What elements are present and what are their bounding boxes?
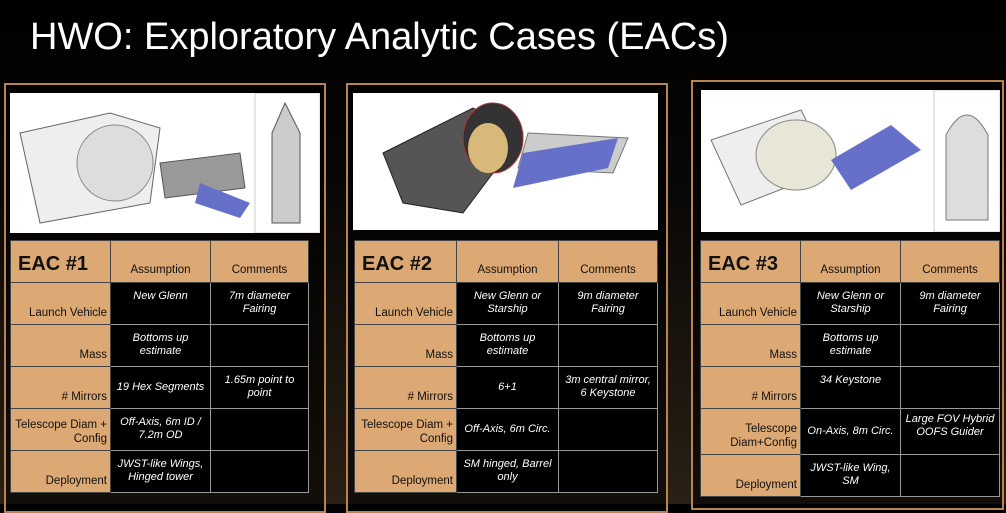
- row-label: Launch Vehicle: [10, 282, 111, 325]
- slide-title: HWO: Exploratory Analytic Cases (EACs): [30, 16, 729, 58]
- assumption-header: Assumption: [110, 240, 211, 283]
- comment-cell: 7m diameter Fairing: [210, 282, 309, 325]
- comment-cell: [210, 408, 309, 451]
- assumption-cell: New Glenn: [110, 282, 211, 325]
- comment-cell: 9m diameter Fairing: [900, 282, 1000, 325]
- eac3-telescope-image: [701, 89, 1001, 233]
- assumption-cell: Bottoms up estimate: [110, 324, 211, 367]
- assumption-cell: On-Axis, 8m Circ.: [800, 408, 901, 455]
- row-label: Deployment: [10, 450, 111, 493]
- assumption-cell: Off-Axis, 6m Circ.: [456, 408, 559, 451]
- row-label: Telescope Diam + Config: [354, 408, 457, 451]
- row-label: Mass: [10, 324, 111, 367]
- eac2-telescope-image: [353, 93, 658, 230]
- comment-cell: [210, 324, 309, 367]
- comment-cell: [900, 454, 1000, 497]
- comment-cell: [210, 450, 309, 493]
- row-label: Launch Vehicle: [700, 282, 801, 325]
- assumption-cell: JWST-like Wings, Hinged tower: [110, 450, 211, 493]
- comment-cell: 9m diameter Fairing: [558, 282, 658, 325]
- assumption-header: Assumption: [800, 240, 901, 283]
- assumption-header: Assumption: [456, 240, 559, 283]
- assumption-cell: 19 Hex Segments: [110, 366, 211, 409]
- assumption-cell: New Glenn or Starship: [800, 282, 901, 325]
- comments-header: Comments: [558, 240, 658, 283]
- row-label: Deployment: [700, 454, 801, 497]
- row-label: # Mirrors: [700, 366, 801, 409]
- eac-name: EAC #1: [10, 240, 111, 283]
- row-label: Telescope Diam+Config: [700, 408, 801, 455]
- comment-cell: [558, 324, 658, 367]
- comment-cell: 3m central mirror, 6 Keystone: [558, 366, 658, 409]
- eac-name: EAC #2: [354, 240, 457, 283]
- comment-cell: [900, 366, 1000, 409]
- row-label: Mass: [700, 324, 801, 367]
- comment-cell: Large FOV Hybrid OOFS Guider: [900, 408, 1000, 455]
- assumption-cell: SM hinged, Barrel only: [456, 450, 559, 493]
- assumption-cell: New Glenn or Starship: [456, 282, 559, 325]
- comment-cell: 1.65m point to point: [210, 366, 309, 409]
- assumption-cell: JWST-like Wing, SM: [800, 454, 901, 497]
- assumption-cell: 34 Keystone: [800, 366, 901, 409]
- comments-header: Comments: [900, 240, 1000, 283]
- comments-header: Comments: [210, 240, 309, 283]
- eac-name: EAC #3: [700, 240, 801, 283]
- row-label: Launch Vehicle: [354, 282, 457, 325]
- row-label: Deployment: [354, 450, 457, 493]
- assumption-cell: Bottoms up estimate: [456, 324, 559, 367]
- assumption-cell: Bottoms up estimate: [800, 324, 901, 367]
- row-label: # Mirrors: [354, 366, 457, 409]
- row-label: Mass: [354, 324, 457, 367]
- assumption-cell: Off-Axis, 6m ID / 7.2m OD: [110, 408, 211, 451]
- assumption-cell: 6+1: [456, 366, 559, 409]
- eac1-telescope-image: [10, 92, 321, 234]
- row-label: # Mirrors: [10, 366, 111, 409]
- comment-cell: [558, 408, 658, 451]
- comment-cell: [558, 450, 658, 493]
- comment-cell: [900, 324, 1000, 367]
- row-label: Telescope Diam + Config: [10, 408, 111, 451]
